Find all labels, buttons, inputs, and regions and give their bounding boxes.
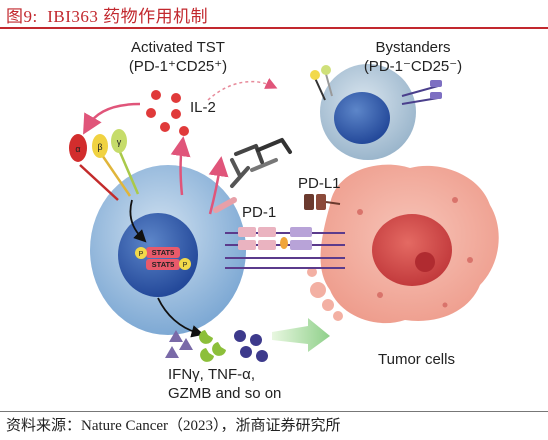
il2-receptor: α β γ bbox=[69, 129, 140, 201]
ibi363-antibody bbox=[213, 138, 292, 213]
bystanders-markers: (PD-1⁻CD25⁻) bbox=[364, 58, 462, 75]
immune-synapse bbox=[225, 227, 345, 269]
gamma-receptor-subunit bbox=[111, 129, 127, 153]
stat5-complex: STAT5 STAT5 P P bbox=[135, 247, 191, 270]
bystanders-label: Bystanders bbox=[375, 39, 450, 56]
il2-secretion-arrow bbox=[170, 136, 191, 196]
tumor-nucleus bbox=[372, 214, 452, 286]
cytokines-label-line1: IFNγ, TNF-α, bbox=[168, 366, 255, 383]
beta-receptor-subunit bbox=[92, 134, 108, 158]
beta-label: β bbox=[97, 142, 102, 152]
alpha-receptor-subunit bbox=[69, 134, 87, 162]
tumor-cells-label: Tumor cells bbox=[378, 351, 455, 368]
bystander-dashed-arrow bbox=[207, 78, 278, 101]
tumor-cell bbox=[307, 164, 499, 324]
alpha-label: α bbox=[75, 144, 80, 154]
figure-title-text: IBI363 药物作用机制 bbox=[47, 7, 209, 26]
title-rule bbox=[0, 27, 548, 29]
stat5-bottom-label: STAT5 bbox=[152, 260, 175, 269]
il2-label: IL-2 bbox=[190, 99, 216, 116]
gamma-label: γ bbox=[117, 137, 122, 147]
il2-to-receptor-arrow bbox=[83, 102, 141, 135]
bystander-nucleus bbox=[334, 92, 390, 144]
cytokine-release-arrow bbox=[157, 297, 205, 338]
figure-number: 图9: bbox=[6, 7, 38, 26]
cytotoxic-arrow bbox=[272, 318, 330, 352]
cytokines-label-line2: GZMB and so on bbox=[168, 385, 281, 402]
stat5-top-label: STAT5 bbox=[152, 248, 175, 257]
source-rule bbox=[0, 411, 548, 412]
bystander-gamma-receptor bbox=[321, 65, 331, 75]
phospho-label-2: P bbox=[183, 262, 188, 269]
bystander-pd1-receptor bbox=[401, 80, 442, 105]
activated-tst-label: Activated TST bbox=[131, 39, 225, 56]
signal-arrow bbox=[129, 199, 147, 243]
pdl1-receptor bbox=[304, 194, 341, 210]
pd1-label: PD-1 bbox=[242, 204, 276, 221]
phospho-label-1: P bbox=[139, 251, 144, 258]
pd1-signal-arrow bbox=[208, 156, 229, 215]
bystander-beta-receptor bbox=[310, 70, 320, 80]
activated-tst-markers: (PD-1⁺CD25⁺) bbox=[129, 58, 227, 75]
source-note: 资料来源：Nature Cancer（2023），浙商证券研究所 bbox=[6, 418, 341, 434]
pdl1-label: PD-L1 bbox=[298, 175, 341, 192]
figure-title: 图9: IBI363 药物作用机制 bbox=[6, 2, 208, 27]
il2-molecules bbox=[146, 90, 189, 136]
cytokine-molecules bbox=[165, 330, 268, 362]
bystander-cell bbox=[310, 64, 442, 160]
